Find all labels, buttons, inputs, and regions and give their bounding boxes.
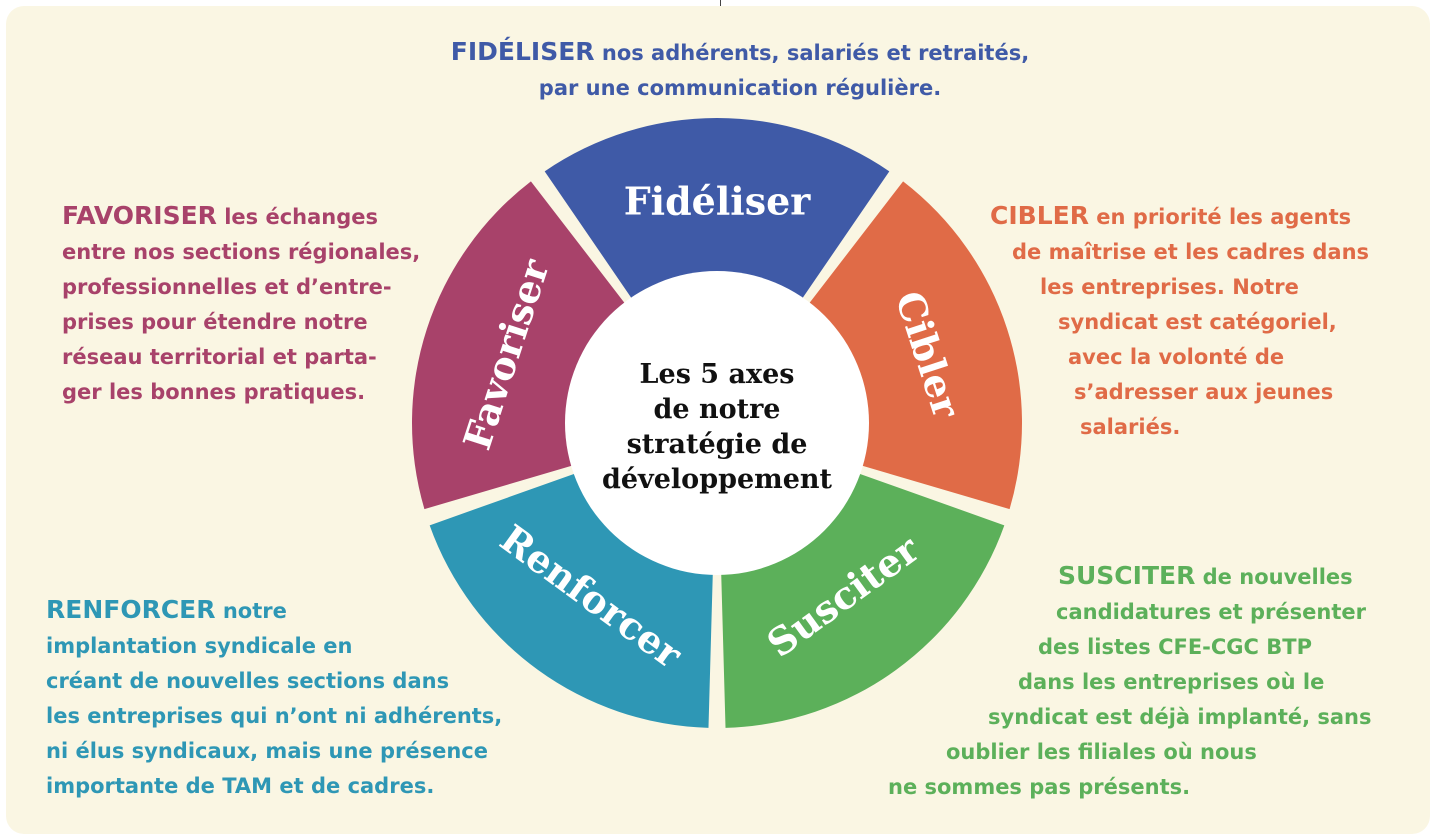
susciter-line-7: ne sommes pas présents. (888, 775, 1191, 799)
center-title-line-2: de notre (654, 394, 781, 425)
renforcer-keyword: RENFORCER (46, 595, 216, 624)
susciter-line-5: syndicat est déjà implanté, sans (988, 705, 1372, 729)
fideliser-description: FIDÉLISER nos adhérents, salariés et ret… (330, 34, 1150, 106)
favoriser-keyword: FAVORISER (62, 201, 217, 230)
favoriser-line-3: professionnelles et d’entre- (62, 275, 392, 299)
cibler-line-4: syndicat est catégoriel, (1058, 310, 1337, 334)
cibler-line-5: avec la volonté de (1068, 345, 1285, 369)
cibler-line-7: salariés. (1080, 415, 1181, 439)
cibler-line-1: en priorité les agents (1088, 205, 1352, 229)
cibler-line-2: de maîtrise et les cadres dans (1012, 240, 1370, 264)
crop-tick-mark (720, 0, 721, 6)
renforcer-line-6: importante de TAM et de cadres. (46, 774, 435, 798)
cibler-line-6: s’adresser aux jeunes (1074, 380, 1334, 404)
renforcer-line-4: les entreprises qui n’ont ni adhérents, (46, 704, 503, 728)
center-circle (565, 271, 869, 575)
center-title-line-1: Les 5 axes (640, 359, 795, 390)
susciter-line-3: des listes CFE-CGC BTP (1038, 635, 1312, 659)
center-title-line-4: développement (602, 464, 833, 495)
favoriser-description: FAVORISER les échanges entre nos section… (62, 198, 420, 410)
cibler-line-3: les entreprises. Notre (1040, 275, 1299, 299)
renforcer-line-5: ni élus syndicaux, mais une présence (46, 739, 488, 763)
susciter-keyword: SUSCITER (1058, 561, 1196, 590)
favoriser-line-2: entre nos sections régionales, (62, 240, 421, 264)
renforcer-line-2: implantation syndicale en (46, 634, 353, 658)
favoriser-line-1: les échanges (216, 205, 379, 229)
segment-label-fideliser: Fidéliser (624, 179, 812, 224)
fideliser-keyword: FIDÉLISER (450, 37, 595, 66)
renforcer-line-3: créant de nouvelles sections dans (46, 669, 450, 693)
favoriser-line-4: prises pour étendre notre (62, 310, 368, 334)
favoriser-line-5: réseau territorial et parta- (62, 345, 377, 369)
fideliser-line-2: par une communication régulière. (538, 76, 942, 100)
renforcer-line-1: notre (215, 599, 287, 623)
susciter-line-1: de nouvelles (1195, 565, 1353, 589)
cibler-keyword: CIBLER (990, 201, 1089, 230)
favoriser-line-6: ger les bonnes pratiques. (62, 380, 366, 404)
susciter-line-4: dans les entreprises où le (1018, 670, 1325, 694)
susciter-line-6: oublier les filiales où nous (946, 740, 1257, 764)
center-title-line-3: stratégie de (627, 429, 808, 460)
susciter-line-2: candidatures et présenter (1056, 600, 1366, 624)
renforcer-description: RENFORCER notre implantation syndicale e… (46, 592, 502, 804)
segment-fideliser (544, 117, 890, 318)
susciter-description: SUSCITER de nouvelles candidatures et pr… (860, 558, 1400, 805)
fideliser-line-1: nos adhérents, salariés et retraités, (594, 41, 1030, 65)
cibler-description: CIBLER en priorité les agents de maîtris… (990, 198, 1369, 445)
